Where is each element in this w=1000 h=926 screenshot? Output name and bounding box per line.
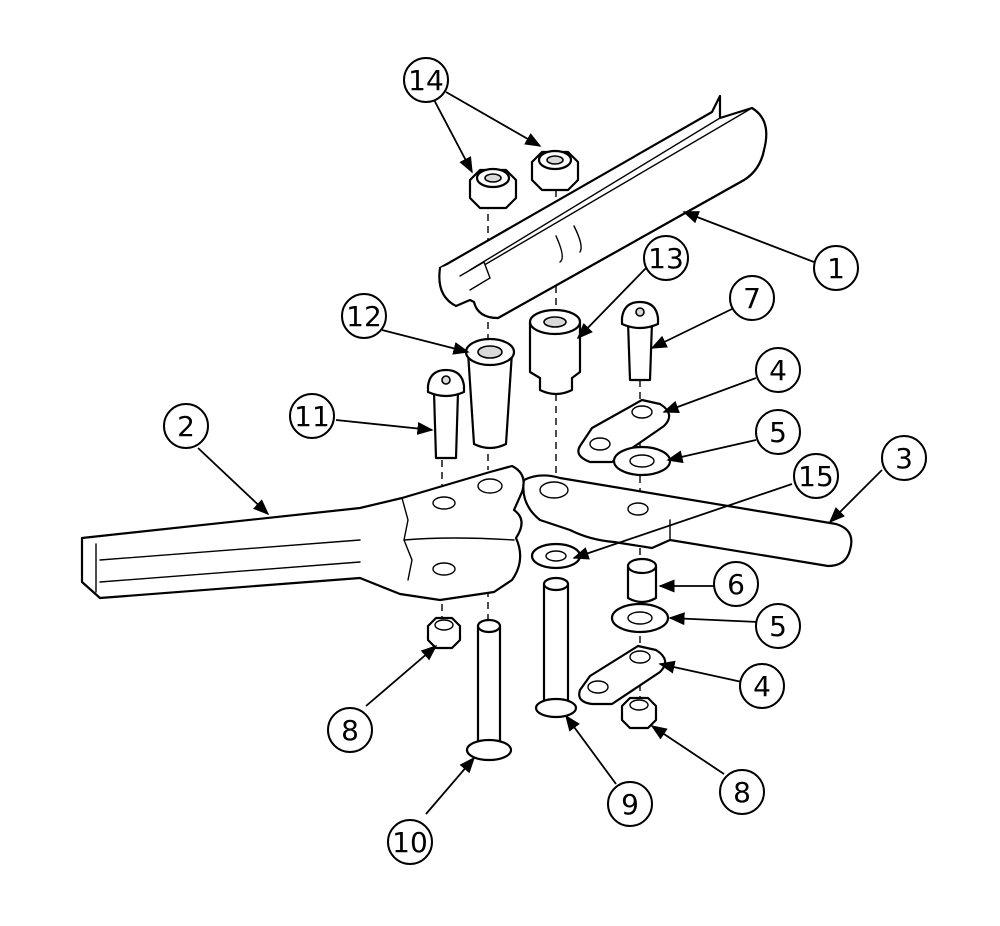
callout-12: 12 xyxy=(341,293,387,339)
svg-text:5: 5 xyxy=(769,416,787,449)
nut-part xyxy=(620,696,658,730)
svg-text:10: 10 xyxy=(392,826,428,859)
bushing-part xyxy=(464,337,516,450)
svg-text:5: 5 xyxy=(769,610,787,643)
callout-9: 9 xyxy=(607,781,653,827)
svg-text:13: 13 xyxy=(648,242,684,275)
svg-text:8: 8 xyxy=(341,714,359,747)
svg-text:15: 15 xyxy=(798,460,834,493)
button-head-bolt-part xyxy=(426,368,466,460)
callout-3: 3 xyxy=(881,435,927,481)
leader-lines xyxy=(197,91,883,815)
callout-4: 4 xyxy=(739,663,785,709)
callout-4: 4 xyxy=(755,347,801,393)
pin-part xyxy=(534,576,578,719)
link-plate-part xyxy=(577,398,671,464)
svg-text:4: 4 xyxy=(769,354,787,387)
svg-text:12: 12 xyxy=(346,300,382,333)
long-pin-part xyxy=(465,618,513,762)
svg-text:9: 9 xyxy=(621,788,639,821)
channel-bracket-part xyxy=(438,94,768,320)
link-plate-part xyxy=(578,644,667,706)
callout-5: 5 xyxy=(755,603,801,649)
callout-14: 14 xyxy=(403,57,449,103)
callout-6: 6 xyxy=(713,561,759,607)
short-lever-part xyxy=(522,474,853,568)
callout-10: 10 xyxy=(387,819,433,865)
svg-text:1: 1 xyxy=(827,252,845,285)
callout-15: 15 xyxy=(793,453,839,499)
callout-2: 2 xyxy=(163,403,209,449)
callout-11: 11 xyxy=(289,393,335,439)
callout-13: 13 xyxy=(643,235,689,281)
svg-text:7: 7 xyxy=(743,282,761,315)
shoulder-spacer-part xyxy=(528,308,582,396)
lock-nut-part xyxy=(530,149,580,192)
svg-text:8: 8 xyxy=(733,776,751,809)
washer-part xyxy=(610,602,670,634)
lock-nut-part xyxy=(468,167,518,210)
callout-1: 1 xyxy=(813,245,859,291)
callout-8: 8 xyxy=(719,769,765,815)
callout-7: 7 xyxy=(729,275,775,321)
nut-part xyxy=(426,616,462,650)
button-head-bolt-part xyxy=(620,300,660,382)
spacer-part xyxy=(626,557,658,604)
long-lever-part xyxy=(80,464,525,602)
washer-part xyxy=(612,445,672,477)
svg-text:6: 6 xyxy=(727,568,745,601)
callout-5: 5 xyxy=(755,409,801,455)
svg-text:11: 11 xyxy=(294,400,330,433)
svg-text:2: 2 xyxy=(177,410,195,443)
callout-8: 8 xyxy=(327,707,373,753)
washer-part xyxy=(530,542,582,570)
svg-text:4: 4 xyxy=(753,670,771,703)
svg-text:3: 3 xyxy=(895,442,913,475)
svg-text:14: 14 xyxy=(408,64,444,97)
